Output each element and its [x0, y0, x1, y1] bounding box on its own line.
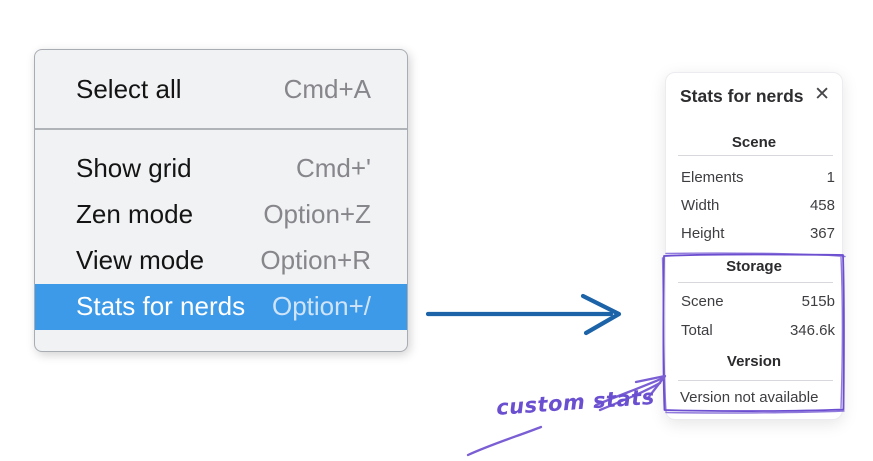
menu-divider [35, 128, 407, 130]
menu-item-label: View mode [76, 245, 205, 275]
menu-item-stats-for-nerds[interactable]: Stats for nerds Option+/ [35, 283, 407, 330]
stat-value: 1 [826, 169, 835, 186]
stat-row-elements: Elements 1 [681, 168, 835, 188]
stat-row-height: Height 367 [681, 224, 835, 244]
menu-item-show-grid[interactable]: Show grid Cmd+' [35, 146, 407, 192]
annotation-arrow-icon [466, 374, 667, 457]
stat-value: 346.6k [789, 322, 835, 339]
menu-item-select-all[interactable]: Select all Cmd+A [35, 66, 407, 112]
stat-label: Scene [681, 293, 724, 310]
menu-item-label: Show grid [76, 153, 192, 183]
custom-stats-annotation: custom stats [495, 384, 656, 420]
close-icon[interactable]: ✕ [814, 84, 830, 105]
menu-item-shortcut: Option+R [260, 245, 371, 275]
stats-panel: Stats for nerds ✕ Scene Elements 1 Width… [665, 72, 843, 420]
storage-section-header: Storage [726, 258, 782, 275]
menu-item-shortcut: Cmd+A [283, 73, 371, 104]
stat-value: 367 [809, 225, 835, 242]
stat-label: Elements [681, 169, 744, 186]
stat-label: Total [681, 322, 713, 339]
stat-label: Width [681, 197, 720, 214]
divider [678, 380, 833, 381]
stat-label: Height [681, 225, 725, 242]
version-note: Version not available [680, 389, 819, 406]
context-menu: Select all Cmd+A Show grid Cmd+' Zen mod… [34, 49, 408, 352]
menu-item-label: Zen mode [76, 199, 194, 229]
divider [678, 282, 833, 283]
menu-item-label: Stats for nerds [76, 291, 246, 321]
menu-item-zen-mode[interactable]: Zen mode Option+Z [35, 192, 407, 238]
stat-value: 515b [801, 293, 835, 310]
stat-row-scene-storage: Scene 515b [681, 292, 835, 312]
scene-section-header: Scene [731, 134, 777, 151]
menu-section-top: Select all Cmd+A [35, 50, 407, 128]
stat-row-width: Width 458 [681, 196, 835, 216]
menu-item-view-mode[interactable]: View mode Option+R [35, 238, 407, 284]
menu-item-shortcut: Option+/ [271, 291, 371, 321]
menu-item-shortcut: Cmd+' [295, 153, 371, 183]
stat-row-total-storage: Total 346.6k [681, 321, 835, 341]
divider [678, 155, 833, 156]
blue-arrow-icon [425, 293, 622, 336]
stat-value: 458 [809, 197, 835, 214]
menu-item-shortcut: Option+Z [263, 199, 371, 229]
menu-section-bottom: Show grid Cmd+' Zen mode Option+Z View m… [35, 130, 407, 346]
stats-panel-title: Stats for nerds [680, 86, 804, 106]
version-section-header: Version [726, 353, 782, 370]
menu-item-label: Select all [76, 73, 182, 104]
